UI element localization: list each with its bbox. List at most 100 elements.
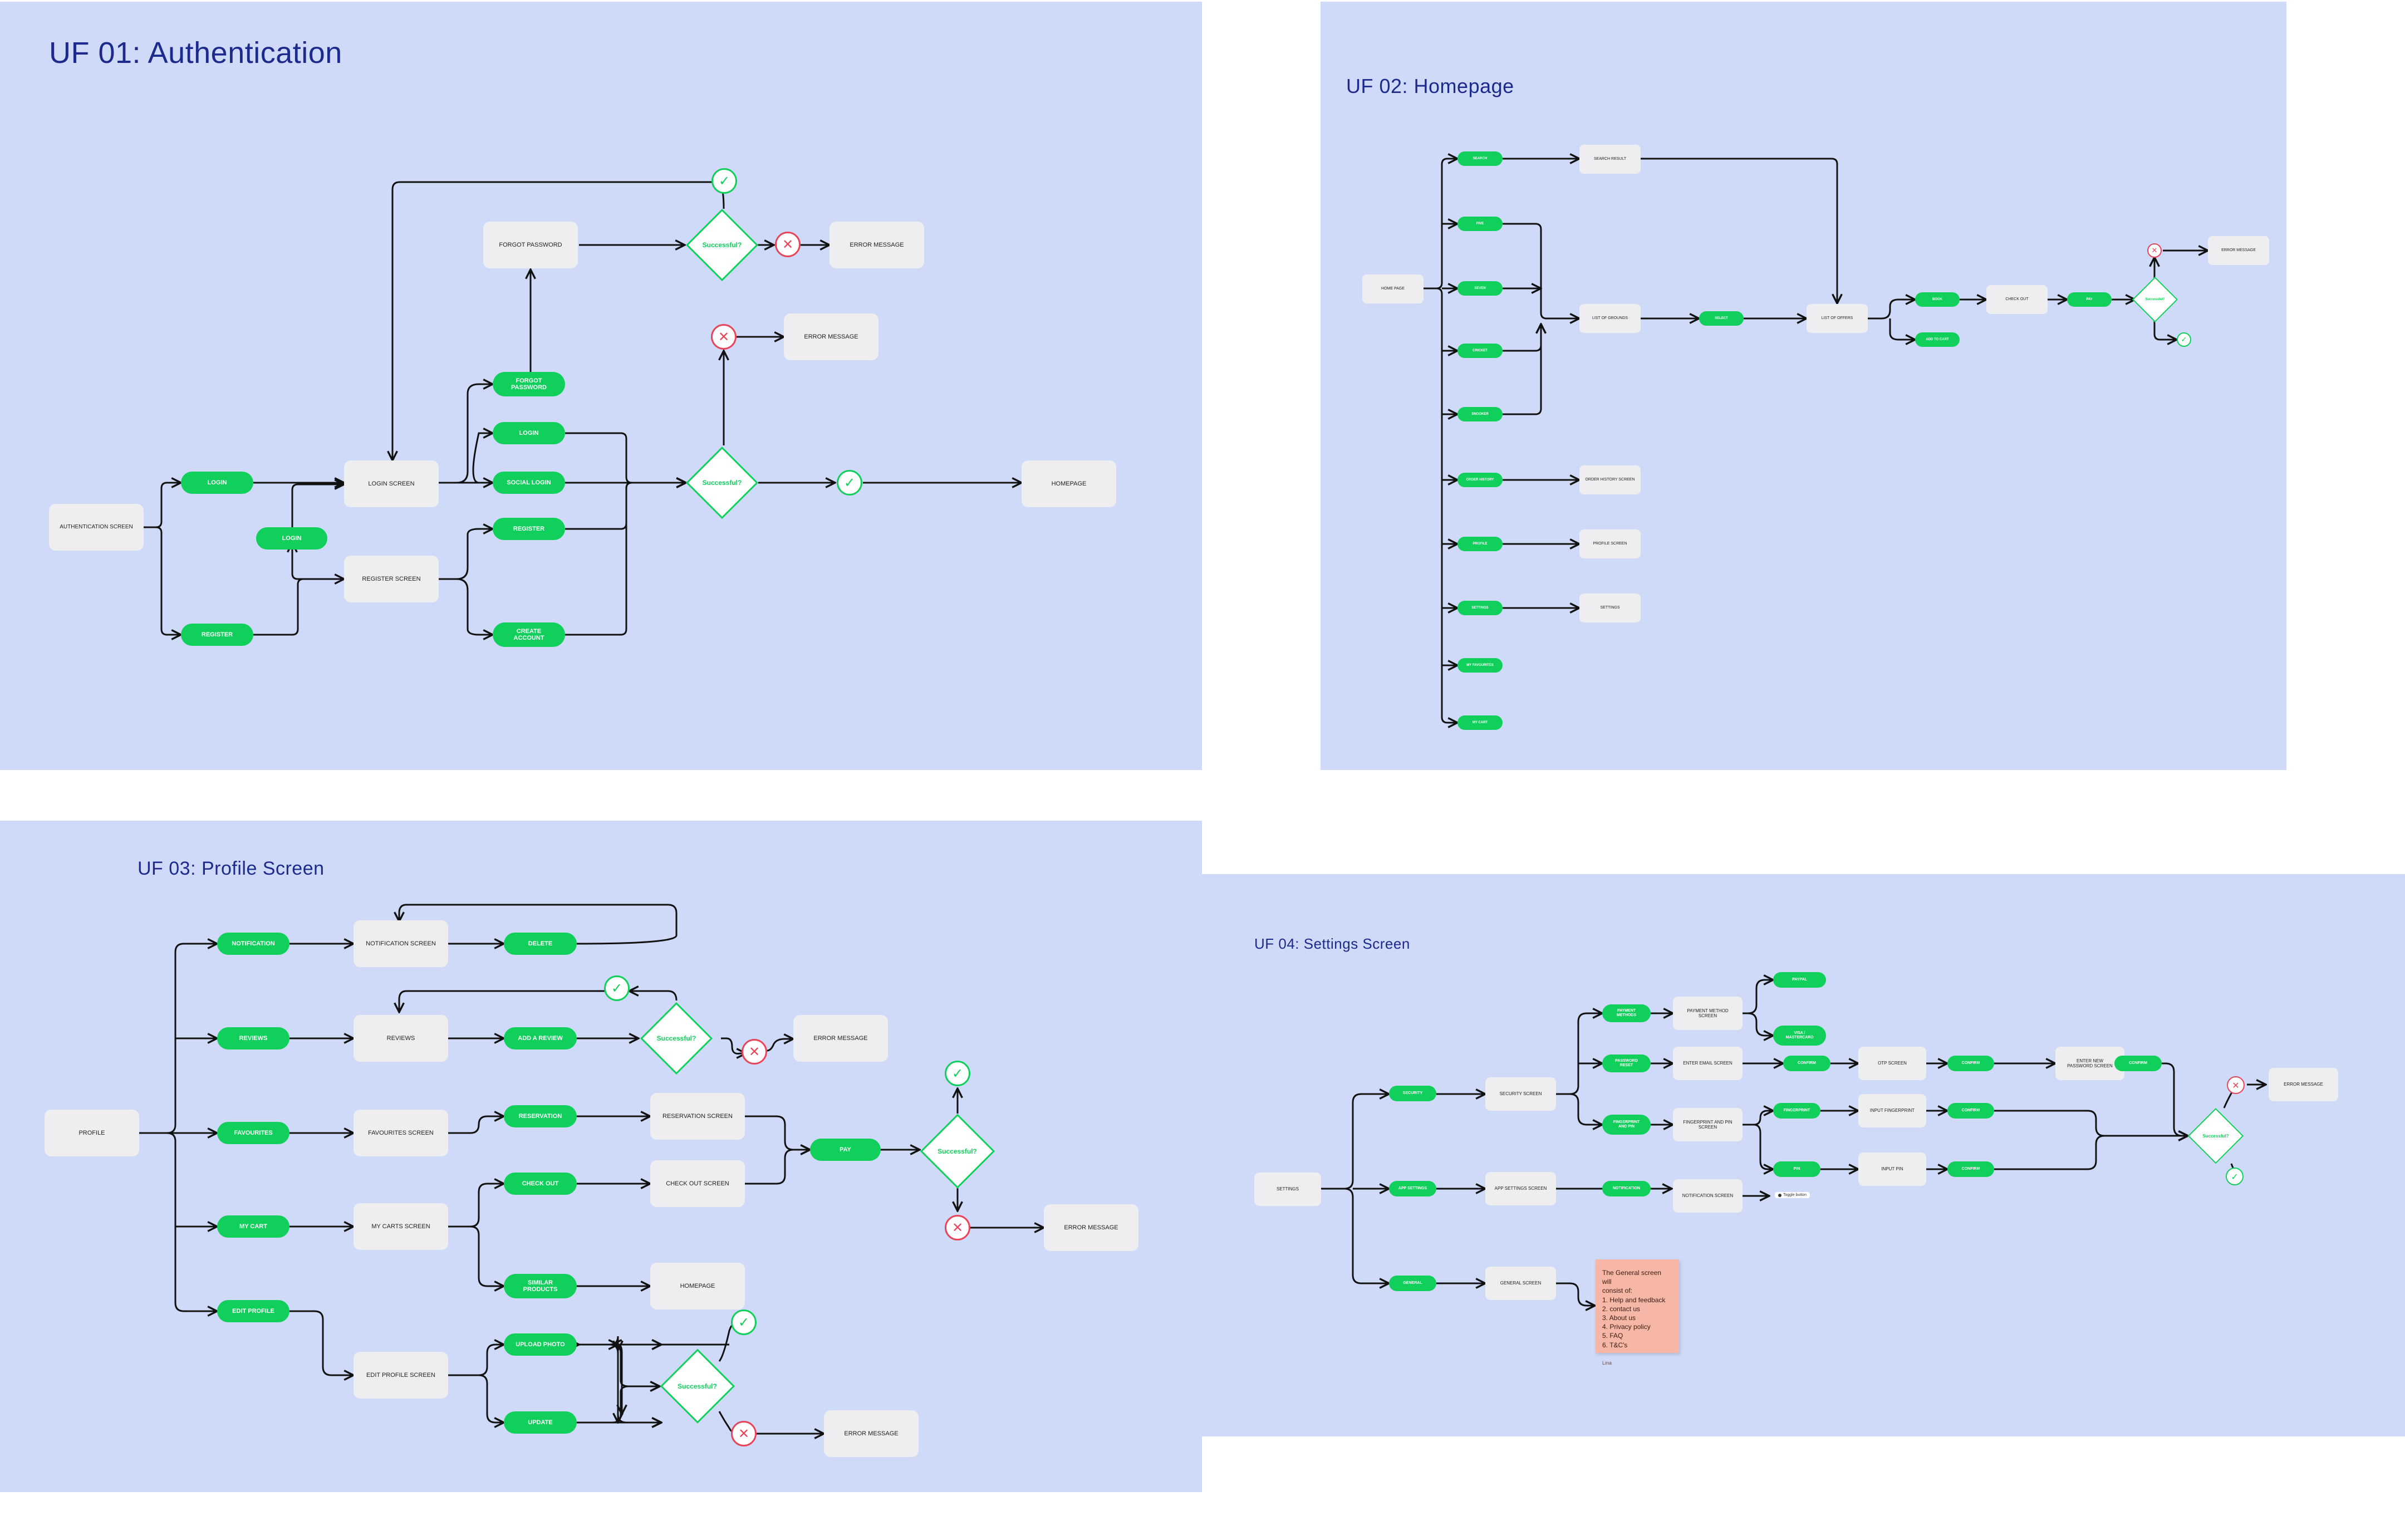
pill-general[interactable]: GENERAL <box>1389 1276 1436 1291</box>
pill-check-out[interactable]: CHECK OUT <box>504 1173 577 1195</box>
pill-confirm[interactable]: CONFIRM <box>2114 1056 2162 1071</box>
pill-password-reset[interactable]: PASSWORD RESET <box>1602 1055 1651 1072</box>
node-error-message[interactable]: ERROR MESSAGE <box>1044 1204 1138 1251</box>
node-homepage[interactable]: HOMEPAGE <box>1022 460 1116 507</box>
pill-book[interactable]: BOOK <box>1915 292 1960 307</box>
pill-similar-products[interactable]: SIMILAR PRODUCTS <box>504 1274 577 1298</box>
node-error-message[interactable]: ERROR MESSAGE <box>830 222 924 268</box>
pill-category[interactable]: SNOOKER <box>1457 407 1503 421</box>
node-security-screen[interactable]: SECURITY SCREEN <box>1485 1077 1556 1111</box>
pill-order-history[interactable]: ORDER HISTORY <box>1457 473 1503 487</box>
node-home-page[interactable]: HOME PAGE <box>1362 274 1424 303</box>
node-homepage[interactable]: HOMEPAGE <box>650 1263 745 1310</box>
pill-reviews[interactable]: REVIEWS <box>217 1027 289 1049</box>
node-error-message[interactable]: ERROR MESSAGE <box>784 313 878 360</box>
pill-add-a-review[interactable]: ADD A REVIEW <box>504 1027 577 1049</box>
pill-confirm[interactable]: CONFIRM <box>1947 1161 1994 1177</box>
pill-social-login[interactable]: SOCIAL LOGIN <box>493 472 565 494</box>
decision-successful-4: Successful? <box>640 1002 713 1075</box>
node-search-result[interactable]: SEARCH RESULT <box>1579 145 1641 174</box>
node-reservation-screen[interactable]: RESERVATION SCREEN <box>650 1093 745 1140</box>
pill-category[interactable]: FIVE <box>1457 217 1503 231</box>
pill-register[interactable]: REGISTER <box>181 624 253 646</box>
node-forgot-password[interactable]: FORGOT PASSWORD <box>483 222 578 268</box>
close-icon: ✕ <box>2227 1076 2245 1094</box>
pill-pin[interactable]: PIN <box>1773 1161 1820 1177</box>
node-input-fingerprint[interactable]: INPUT FINGERPRINT <box>1858 1094 1926 1127</box>
node-register-screen[interactable]: REGISTER SCREEN <box>344 556 439 602</box>
pill-create-account[interactable]: CREATE ACCOUNT <box>493 622 565 647</box>
sticky-line: 4. Privacy policy <box>1602 1323 1651 1331</box>
pill-category[interactable]: SEVEN <box>1457 281 1503 296</box>
node-enter-new-password-screen[interactable]: ENTER NEW PASSWORD SCREEN <box>2055 1047 2124 1080</box>
node-authentication-screen[interactable]: AUTHENTICATION SCREEN <box>49 504 144 551</box>
pill-paypal[interactable]: PAYPAL <box>1773 972 1826 988</box>
node-order-history-screen[interactable]: ORDER HISTORY SCREEN <box>1579 465 1641 494</box>
pill-delete[interactable]: DELETE <box>504 933 577 955</box>
pill-edit-profile[interactable]: EDIT PROFILE <box>217 1300 289 1322</box>
pill-favourites[interactable]: FAVOURITES <box>217 1122 289 1144</box>
close-icon: ✕ <box>711 324 737 350</box>
pill-select[interactable]: SELECT <box>1699 311 1744 326</box>
pill-app-settings[interactable]: APP SETTINGS <box>1389 1181 1436 1196</box>
node-error-message[interactable]: ERROR MESSAGE <box>2208 236 2269 265</box>
pill-notification[interactable]: NOTIFICATION <box>217 933 289 955</box>
pill-register-2[interactable]: REGISTER <box>493 518 565 540</box>
node-login-screen[interactable]: LOGIN SCREEN <box>344 460 439 507</box>
node-list-of-grounds[interactable]: LIST OF GROUNDS <box>1579 304 1641 333</box>
pill-confirm[interactable]: CONFIRM <box>1947 1103 1994 1119</box>
node-general-screen[interactable]: GENERAL SCREEN <box>1485 1267 1556 1300</box>
pill-update[interactable]: UPDATE <box>504 1411 577 1434</box>
node-settings[interactable]: SETTINGS <box>1579 594 1641 622</box>
sticky-line: 5. FAQ <box>1602 1332 1623 1340</box>
node-enter-email-screen[interactable]: ENTER EMAIL SCREEN <box>1673 1047 1743 1080</box>
pill-settings[interactable]: SETTINGS <box>1457 601 1503 615</box>
node-profile-screen[interactable]: PROFILE SCREEN <box>1579 529 1641 558</box>
node-fingerprint-and-pin-screen[interactable]: FINGERPRINT AND PIN SCREEN <box>1673 1108 1743 1141</box>
pill-profile[interactable]: PROFILE <box>1457 537 1503 551</box>
pill-pay[interactable]: PAY <box>2067 292 2112 307</box>
pill-confirm[interactable]: CONFIRM <box>1947 1056 1994 1071</box>
pill-add-to-cart[interactable]: ADD TO CART <box>1915 332 1960 347</box>
node-error-message[interactable]: ERROR MESSAGE <box>793 1015 888 1062</box>
pill-forgot-password[interactable]: FORGOT PASSWORD <box>493 372 565 396</box>
node-list-of-offers[interactable]: LIST OF OFFERS <box>1807 304 1868 333</box>
node-my-carts-screen[interactable]: MY CARTS SCREEN <box>354 1203 448 1250</box>
node-edit-profile-screen[interactable]: EDIT PROFILE SCREEN <box>354 1352 448 1399</box>
pill-fingerprint-and-pin[interactable]: FINGERPRINT AND PIN <box>1602 1115 1651 1135</box>
pill-confirm[interactable]: CONFIRM <box>1783 1056 1830 1071</box>
node-notification-screen[interactable]: NOTIFICATION SCREEN <box>354 920 448 967</box>
pill-login-alt[interactable]: LOGIN <box>256 527 327 550</box>
node-error-message[interactable]: ERROR MESSAGE <box>824 1410 919 1457</box>
node-error-message[interactable]: ERROR MESSAGE <box>2269 1068 2338 1101</box>
pill-visa-mastercard[interactable]: VISA / MASTERCARD <box>1773 1026 1826 1046</box>
pill-login-2[interactable]: LOGIN <box>493 422 565 444</box>
node-profile[interactable]: PROFILE <box>45 1110 139 1156</box>
pill-search[interactable]: SEARCH <box>1457 151 1503 166</box>
node-input-pin[interactable]: INPUT PIN <box>1858 1152 1926 1186</box>
pill-notification[interactable]: NOTIFICATION <box>1602 1181 1651 1196</box>
node-app-settings-screen[interactable]: APP SETTINGS SCREEN <box>1485 1172 1556 1205</box>
panel-homepage <box>1321 2 2286 770</box>
pill-category[interactable]: CRICKET <box>1457 344 1503 358</box>
pill-my-cart[interactable]: MY CART <box>1457 715 1503 730</box>
pill-login[interactable]: LOGIN <box>181 472 253 494</box>
sticky-line: 1. Help and feedback <box>1602 1296 1666 1304</box>
pill-fingerprint[interactable]: FINGERPRINT <box>1773 1103 1820 1119</box>
node-payment-method-screen[interactable]: PAYMENT METHOD SCREEN <box>1673 997 1743 1030</box>
sticky-line: 6. T&C's <box>1602 1341 1628 1349</box>
node-check-out[interactable]: CHECK OUT <box>1986 285 2048 314</box>
node-settings[interactable]: SETTINGS <box>1254 1173 1321 1206</box>
pill-upload-photo[interactable]: UPLOAD PHOTO <box>504 1333 577 1356</box>
pill-pay[interactable]: PAY <box>810 1139 881 1161</box>
pill-my-favourites[interactable]: MY FAVOURITES <box>1457 658 1503 673</box>
node-reviews[interactable]: REVIEWS <box>354 1015 448 1062</box>
pill-reservation[interactable]: RESERVATION <box>504 1105 577 1127</box>
pill-payment-methods[interactable]: PAYMENT METHODS <box>1602 1004 1651 1022</box>
node-notification-screen[interactable]: NOTIFICATION SCREEN <box>1673 1179 1743 1213</box>
pill-my-cart[interactable]: MY CART <box>217 1215 289 1238</box>
node-favourites-screen[interactable]: FAVOURITES SCREEN <box>354 1110 448 1156</box>
node-check-out-screen[interactable]: CHECK OUT SCREEN <box>650 1160 745 1207</box>
pill-security[interactable]: SECURITY <box>1389 1086 1436 1101</box>
node-otp-screen[interactable]: OTP SCREEN <box>1858 1047 1926 1080</box>
